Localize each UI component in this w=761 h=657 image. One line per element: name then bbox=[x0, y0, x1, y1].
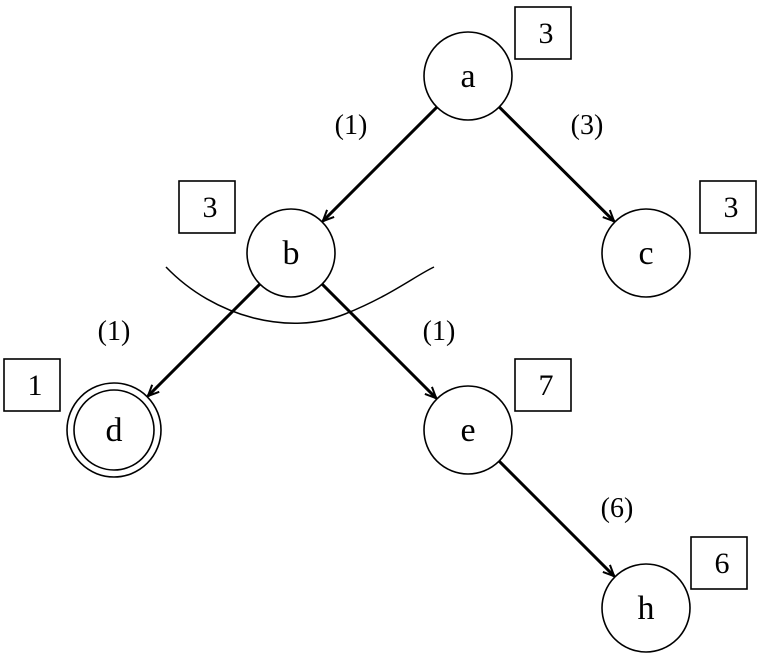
edge-cost-label-e-h: (6) bbox=[601, 493, 634, 524]
heuristic-value-a: 3 bbox=[539, 17, 554, 50]
heuristic-value-c: 3 bbox=[724, 191, 739, 224]
edge-e-h bbox=[496, 458, 614, 576]
node-label-e: e bbox=[460, 412, 475, 449]
goal-node-inner-ring bbox=[73, 389, 155, 471]
edge-b-e bbox=[319, 281, 436, 398]
node-label-h: h bbox=[638, 590, 655, 627]
pruning-cut-curve bbox=[165, 266, 435, 324]
node-label-b: b bbox=[283, 235, 300, 272]
node-b: b3 bbox=[178, 180, 336, 298]
heuristic-value-box bbox=[699, 180, 757, 234]
edge-cost-label-a-b: (1) bbox=[335, 110, 368, 141]
edge-cost-label-a-c: (3) bbox=[571, 110, 604, 141]
node-label-a: a bbox=[460, 58, 475, 95]
heuristic-value-box bbox=[690, 536, 748, 590]
node-circle bbox=[423, 385, 513, 475]
edge-cost-label-b-d: (1) bbox=[98, 316, 131, 347]
heuristic-value-h: 6 bbox=[715, 547, 730, 580]
node-d: d1 bbox=[3, 358, 162, 478]
node-a: a3 bbox=[423, 6, 572, 121]
node-circle bbox=[246, 208, 336, 298]
edge-a-c bbox=[496, 104, 614, 222]
node-e: e7 bbox=[423, 358, 572, 475]
heuristic-value-box bbox=[3, 358, 61, 412]
heuristic-value-box bbox=[178, 180, 236, 234]
node-c: c3 bbox=[601, 180, 757, 298]
node-circle bbox=[601, 563, 691, 653]
node-label-d: d bbox=[106, 412, 123, 449]
edge-cost-label-b-e: (1) bbox=[423, 316, 456, 347]
heuristic-value-d: 1 bbox=[28, 369, 43, 402]
node-circle bbox=[601, 208, 691, 298]
node-h: h6 bbox=[601, 536, 748, 653]
node-label-c: c bbox=[638, 235, 653, 272]
heuristic-value-box bbox=[514, 358, 572, 412]
edges-layer: (1) (3) (1) (1) (6) bbox=[98, 104, 634, 577]
heuristic-value-b: 3 bbox=[203, 191, 218, 224]
edge-a-b bbox=[323, 104, 440, 221]
node-circle bbox=[423, 31, 513, 121]
heuristic-value-box bbox=[514, 6, 572, 60]
heuristic-value-e: 7 bbox=[539, 369, 554, 402]
edge-b-d bbox=[148, 281, 263, 396]
